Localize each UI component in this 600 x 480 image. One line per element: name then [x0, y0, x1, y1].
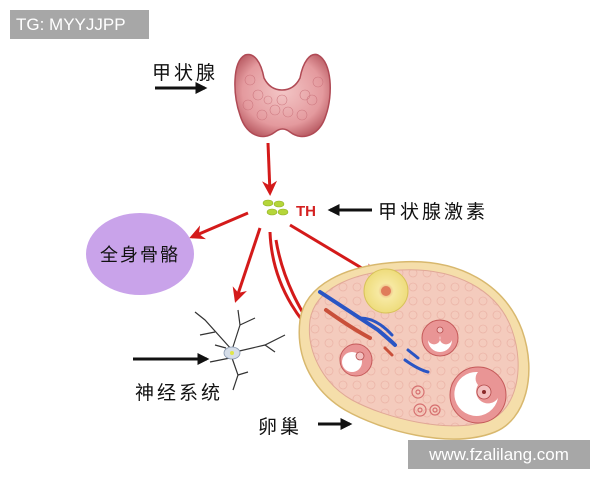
- arrow-th-to-nerves: [232, 227, 262, 303]
- neuron-icon: [194, 309, 286, 391]
- ovary-icon: [298, 260, 530, 440]
- black-arrows: [133, 82, 372, 430]
- hormone-particles-icon: [262, 199, 289, 216]
- watermark-bottom: www.fzalilang.com: [408, 440, 590, 469]
- arrow-thyroid-to-th: [262, 142, 278, 196]
- arrow-th-to-bones: [189, 211, 249, 240]
- thyroid-gland-icon: [234, 53, 331, 138]
- label-ovary: 卵巢: [258, 416, 303, 438]
- label-thyroid-hormone: 甲状腺激素: [378, 201, 489, 223]
- label-th-abbrev: TH: [296, 203, 316, 220]
- label-nervous-system: 神经系统: [135, 382, 224, 404]
- label-whole-body-bones: 全身骨骼: [100, 245, 180, 266]
- label-thyroid: 甲状腺: [152, 62, 219, 84]
- bones-bubble: 全身骨骼: [86, 213, 194, 295]
- watermark-top: TG: MYYJJPP: [10, 10, 149, 39]
